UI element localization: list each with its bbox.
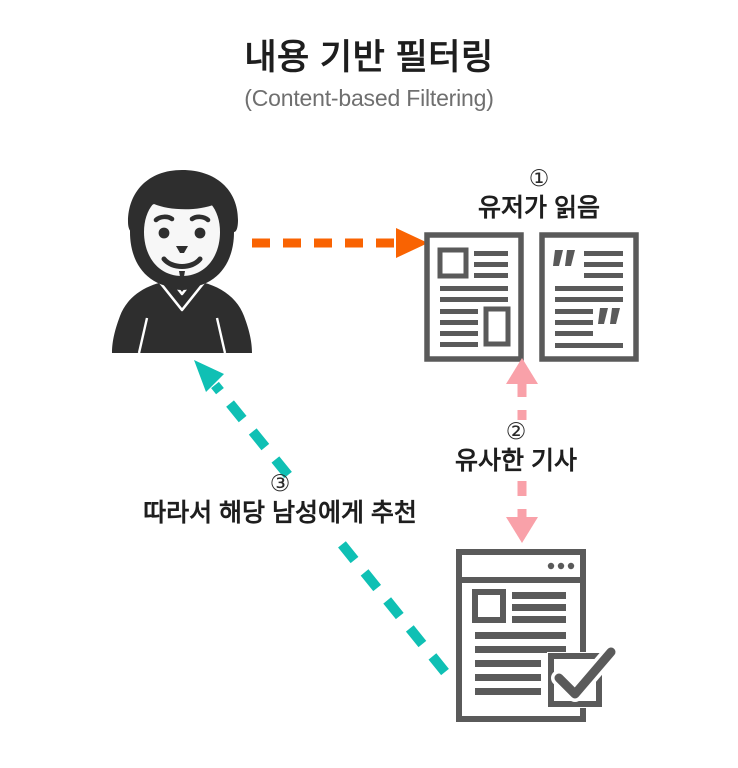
recommended-article [455,548,625,723]
orange-dashed-arrow-right [250,214,435,272]
user-avatar-male-icon [112,170,252,354]
step-3-text: 따라서 해당 남성에게 추천 [143,499,417,527]
pink-dashed-double-arrow-vertical [492,358,552,543]
step-1-text: 유저가 읽음 [478,194,600,222]
teal-dashed-arrow-diagonal [180,352,470,687]
step-3-label: ③ 따라서 해당 남성에게 추천 [90,472,470,528]
page-subtitle-english: (Content-based Filtering) [244,85,494,112]
page-title-korean: 내용 기반 필터링 [244,38,494,77]
web-page-document-with-checkmark-icon [456,549,619,722]
arrow-right-icon [252,228,428,258]
step-1-label: ① 유저가 읽음 [389,167,689,223]
step-2-label: ② 유사한 기사 [396,420,636,476]
diagram-header: 내용 기반 필터링 (Content-based Filtering) [0,38,738,112]
step-2-number: ② [505,418,527,444]
step-3-number: ③ [269,470,291,496]
document-with-image-icon [424,232,524,362]
arrow-up-left-icon [194,360,449,676]
arrow-up-down-icon [506,358,538,543]
user-avatar [92,168,272,354]
document-with-quote-icon [539,232,639,362]
step-2-text: 유사한 기사 [455,447,577,475]
articles-read-group [424,232,639,362]
step-1-number: ① [528,165,550,191]
